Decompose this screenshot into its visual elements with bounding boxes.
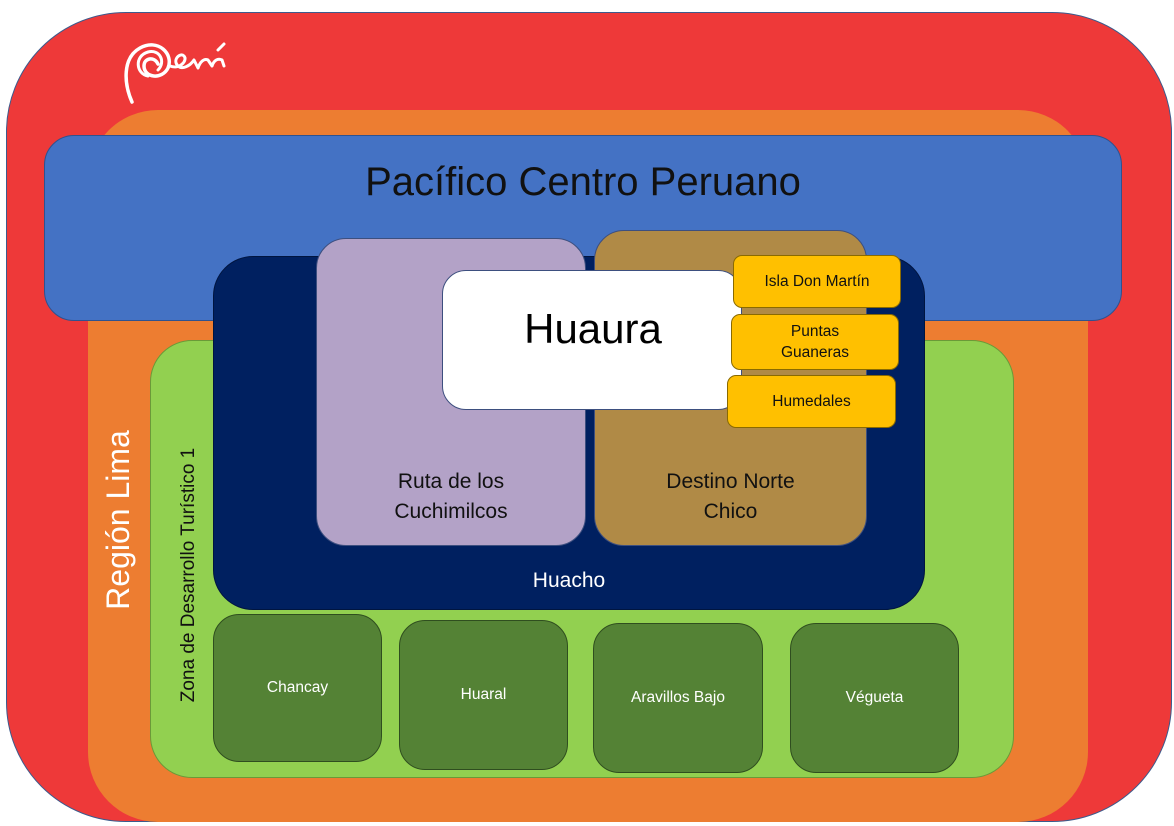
huacho-label: Huacho — [532, 569, 606, 592]
attraction-puntas-guaneras: Puntas Guaneras — [731, 314, 899, 370]
huaura-label: Huaura — [524, 305, 662, 352]
district-vegueta: Végueta — [790, 623, 959, 773]
district-huaral: Huaral — [399, 620, 568, 770]
band-title: Pacífico Centro Peruano — [365, 160, 801, 204]
district-chancay: Chancay — [213, 614, 382, 762]
attraction-humedales: Humedales — [727, 375, 896, 428]
route-norte-chico-label: Destino Norte Chico — [666, 470, 795, 523]
peru-logo-icon — [124, 42, 226, 104]
route-cuchimilcos-label: Ruta de los Cuchimilcos — [394, 470, 508, 523]
huaura-box: Huaura — [442, 270, 742, 410]
zone-label: Zona de Desarrollo Turístico 1 — [178, 447, 199, 703]
district-aravillos-bajo: Aravillos Bajo — [593, 623, 763, 773]
region-lima-label: Región Lima — [100, 430, 136, 610]
attraction-isla-don-martin: Isla Don Martín — [733, 255, 901, 308]
